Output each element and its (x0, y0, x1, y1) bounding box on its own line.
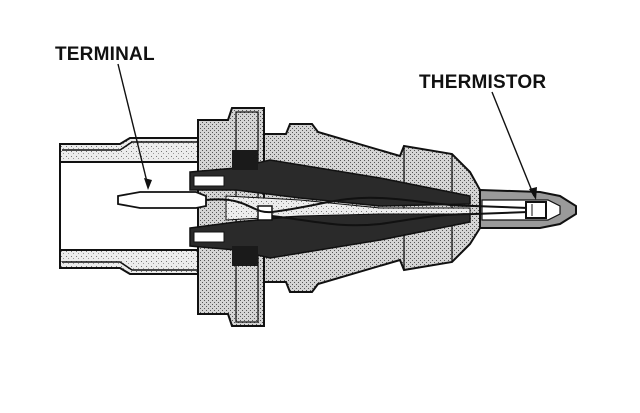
thermistor-element (525, 201, 547, 219)
terminal-label: TERMINAL (55, 44, 155, 65)
connector-housing (59, 137, 199, 275)
terminal-pin (117, 191, 273, 221)
thermistor-label: THERMISTOR (419, 72, 547, 93)
internal-insulator (189, 150, 471, 266)
lead-wires (205, 196, 529, 227)
leader-lines (117, 63, 537, 200)
